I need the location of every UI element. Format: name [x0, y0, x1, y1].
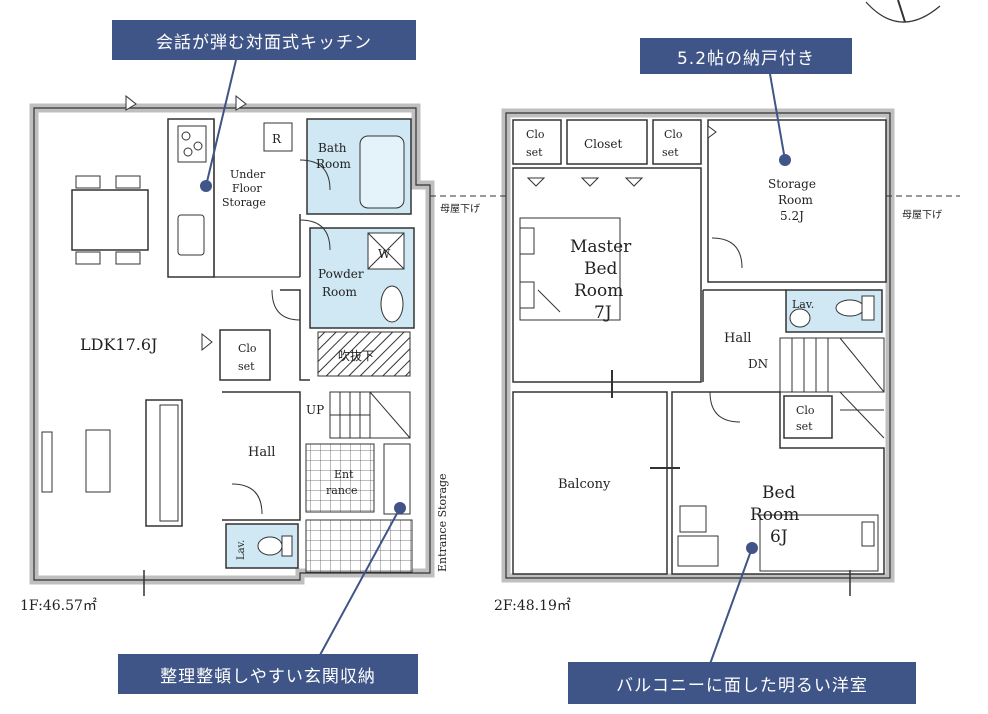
- first-hall-label: Hall: [248, 445, 275, 460]
- balcony-area: [512, 391, 668, 575]
- first-floor-plan: R: [29, 94, 435, 596]
- storage-room: [707, 119, 887, 283]
- bed-label-2: Room: [750, 505, 799, 525]
- bath-label-2: Room: [316, 157, 351, 171]
- balcony-label: Balcony: [558, 477, 611, 492]
- second-closet-a-2: set: [526, 146, 543, 159]
- tv-table: [85, 429, 111, 493]
- storage-label-2: Room: [778, 193, 813, 207]
- up-label: UP: [306, 403, 324, 417]
- under-floor-label-3: Storage: [222, 196, 266, 209]
- bed-label-1: Bed: [762, 483, 796, 503]
- entrance-label-1: Ent: [334, 468, 354, 481]
- powder-label-1: Powder: [318, 267, 364, 281]
- under-floor-label-2: Floor: [232, 182, 262, 195]
- entrance-tiles: [305, 443, 375, 513]
- dn-label: DN: [748, 357, 768, 371]
- bed-label-3: 6J: [770, 527, 788, 547]
- second-closet-d-1: Clo: [796, 404, 815, 417]
- roof-lower-left: 母屋下げ: [440, 203, 480, 215]
- powder-label-2: Room: [322, 285, 357, 299]
- bath-label-1: Bath: [318, 141, 347, 155]
- second-hall-label: Hall: [724, 331, 751, 346]
- dining-table: [71, 189, 149, 251]
- ldk-label: LDK17.6J: [80, 335, 157, 354]
- roof-lower-right: 母屋下げ: [902, 209, 942, 221]
- second-lav-label: Lav.: [792, 298, 814, 311]
- second-closet-c-1: Clo: [664, 128, 683, 141]
- svg-text:R: R: [272, 132, 282, 146]
- sofa: [145, 399, 183, 527]
- second-floor-stairs: [779, 337, 885, 439]
- first-closet-label-1: Clo: [238, 342, 257, 355]
- storage-room-callout: 5.2帖の納戸付き: [640, 38, 852, 74]
- first-floor-stairs: [329, 391, 411, 439]
- second-closet-a-1: Clo: [526, 128, 545, 141]
- fukinuke-hatch: [317, 331, 411, 377]
- compass-icon: [865, 1, 941, 23]
- second-floor-plan: [430, 108, 960, 596]
- kitchen-callout: 会話が弾む対面式キッチン: [112, 20, 416, 60]
- master-label-3: Room: [574, 281, 623, 301]
- fukinuke-label: 吹抜下: [338, 349, 374, 363]
- entrance-label-2: rance: [326, 484, 358, 497]
- first-lav-label: Lav.: [236, 540, 247, 560]
- first-closet-label-2: set: [238, 360, 255, 373]
- bedroom-callout: バルコニーに面した明るい洋室: [568, 662, 916, 704]
- first-floor-area: 1F:46.57㎡: [20, 598, 97, 614]
- master-label-1: Master: [570, 237, 632, 257]
- entrance-storage-label: Entrance Storage: [436, 473, 449, 572]
- second-closet-c-2: set: [662, 146, 679, 159]
- under-floor-label-1: Under: [230, 168, 266, 181]
- master-label-2: Bed: [584, 259, 618, 279]
- master-bed-room: [512, 167, 702, 383]
- master-label-4: 7J: [594, 303, 612, 323]
- entrance-storage-callout: 整理整頓しやすい玄関収納: [118, 654, 418, 694]
- storage-label-3: 5.2J: [780, 209, 804, 223]
- second-floor-area: 2F:48.19㎡: [494, 598, 571, 614]
- storage-label-1: Storage: [768, 177, 816, 191]
- w-label: W: [378, 247, 391, 261]
- second-closet-d-2: set: [796, 420, 813, 433]
- second-closet-b: Closet: [584, 137, 623, 151]
